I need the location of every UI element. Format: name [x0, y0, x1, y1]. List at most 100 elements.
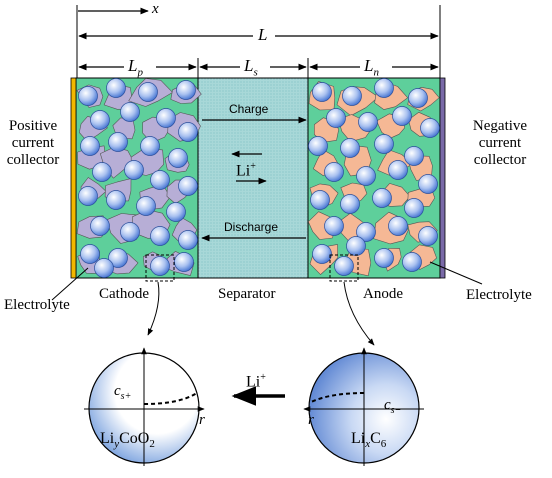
cathode-particle	[124, 160, 144, 180]
anode-particle	[418, 174, 438, 194]
total-length-label: L	[258, 25, 268, 44]
cathode-formula-b: y	[114, 438, 120, 451]
cathode-zoom-box	[145, 254, 175, 282]
anode-particle	[420, 118, 440, 138]
anode-particle	[418, 226, 438, 246]
anode-particle	[392, 106, 412, 126]
anode-particle	[342, 86, 362, 106]
cathode-length-label: Lp	[128, 57, 143, 81]
right-electrolyte-leader	[429, 261, 483, 285]
cathode-particle	[120, 222, 140, 242]
separator-ion-label: Li+	[236, 158, 256, 179]
cathode-particle	[94, 258, 114, 278]
anode-formula-a: Li	[351, 430, 366, 447]
cathode-particle	[108, 248, 128, 268]
right-electrolyte-label: Electrolyte	[466, 287, 532, 303]
anode-particle	[374, 78, 394, 98]
separator-ion-main: Li	[236, 162, 251, 180]
anode-formula-d: 6	[380, 438, 387, 451]
anode-zoom-arrow	[343, 281, 375, 346]
cathode-particle	[90, 110, 110, 130]
cathode-particle	[178, 230, 198, 250]
anode-zoom-box	[329, 254, 359, 282]
left-electrolyte-leader	[51, 267, 89, 301]
transfer-ion-label: Li+	[246, 369, 266, 390]
cathode-formula-c: CoO	[119, 430, 150, 447]
cathode-particle	[138, 82, 158, 102]
anode-particle	[388, 216, 408, 236]
separator-length-label: Ls	[244, 57, 258, 81]
cathode-formula-d: 2	[149, 438, 155, 451]
cathode-particle	[178, 176, 198, 196]
negative-collector-label: Negative current collector	[450, 118, 550, 169]
anode-particle	[308, 136, 328, 156]
anode-formula-b: x	[365, 438, 371, 451]
anode-particle	[324, 162, 344, 182]
transfer-ion-charge: +	[260, 372, 266, 383]
cathode-length-main: L	[128, 56, 138, 75]
cathode-particle	[80, 244, 100, 264]
cathode-conc-sub: s+	[120, 391, 132, 402]
transfer-ion-main: Li	[246, 373, 261, 391]
separator-region	[197, 77, 309, 279]
anode-formula: LixC6	[351, 430, 386, 453]
positive-collector-line2: current	[11, 135, 55, 151]
anode-concentration-label: cs−	[384, 397, 401, 419]
separator-label: Separator	[218, 286, 276, 302]
cathode-particle	[106, 78, 126, 98]
cathode-particle	[78, 86, 98, 106]
anode-conc-sub: s−	[390, 405, 402, 416]
cathode-particle	[78, 186, 98, 206]
anode-radial-label: r	[308, 412, 314, 428]
cathode-particle	[106, 190, 126, 210]
anode-concentration-curve	[310, 392, 365, 403]
anode-particle	[312, 244, 332, 264]
anode-particle	[356, 166, 376, 186]
negative-collector-line1: Negative	[472, 118, 528, 134]
anode-particle	[408, 88, 428, 108]
cathode-radial-label: r	[199, 412, 205, 428]
positive-collector-line1: Positive	[8, 118, 58, 134]
anode-particle	[404, 146, 424, 166]
cathode-particle	[140, 136, 160, 156]
positive-collector-line3: collector	[6, 152, 60, 168]
x-axis-label: x	[152, 1, 159, 17]
cathode-particle	[108, 132, 128, 152]
anode-particle	[324, 216, 344, 236]
cathode-concentration-label: cs+	[114, 383, 131, 405]
anode-particle	[388, 160, 408, 180]
charge-label: Charge	[229, 102, 269, 116]
cathode-particle	[90, 216, 110, 236]
anode-particle	[402, 252, 422, 272]
anode-particle	[334, 256, 354, 276]
positive-collector-label: Positive current collector	[0, 118, 66, 169]
anode-particle	[346, 236, 366, 256]
positive-current-collector	[70, 77, 77, 279]
cathode-particle	[156, 108, 176, 128]
cathode-particle	[168, 148, 188, 168]
cathode-label: Cathode	[99, 286, 149, 302]
cathode-conc-main: c	[114, 383, 121, 399]
anode-particle	[356, 222, 376, 242]
anode-particle	[312, 82, 332, 102]
cathode-particle	[176, 80, 196, 100]
negative-current-collector	[439, 77, 446, 279]
cathode-particle	[174, 252, 194, 272]
anode-particle	[358, 112, 378, 132]
cathode-formula: LiyCoO2	[100, 430, 155, 453]
separator-length-sub: s	[253, 66, 258, 79]
cathode-particle	[150, 170, 170, 190]
anode-particle	[310, 190, 330, 210]
anode-particle	[340, 138, 360, 158]
anode-particle	[340, 194, 360, 214]
cathode-length-sub: p	[137, 66, 143, 79]
anode-particle	[404, 198, 424, 218]
separator-length-main: L	[244, 56, 254, 75]
anode-length-sub: n	[373, 66, 379, 79]
cathode-particle	[150, 256, 170, 276]
anode-conc-main: c	[384, 397, 391, 413]
anode-particle	[372, 188, 392, 208]
cathode-concentration-curve	[143, 392, 198, 405]
